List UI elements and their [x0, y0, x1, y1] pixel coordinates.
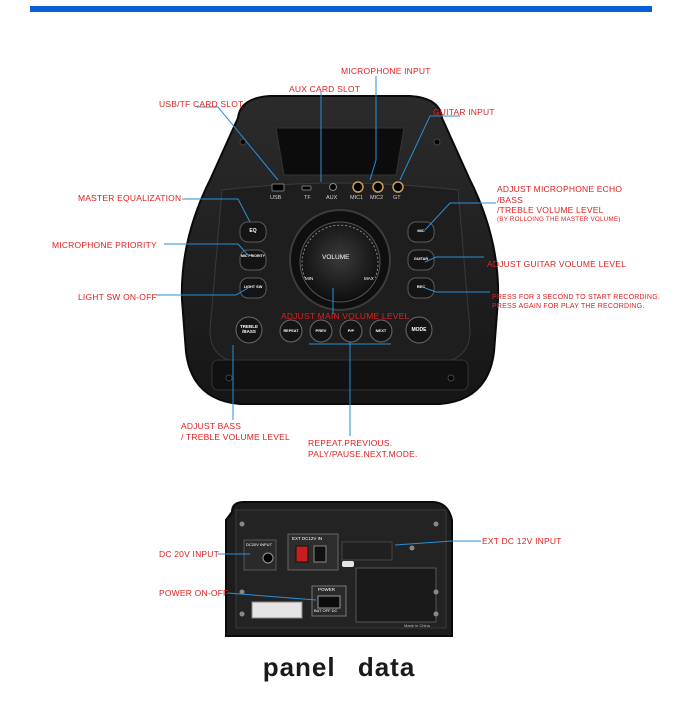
button-label-mic-priority: MIC PRIORITY	[241, 254, 265, 258]
aux-jack-icon[interactable]	[329, 183, 337, 191]
knob-min: MIN	[305, 276, 314, 281]
button-label-treble-bass: TREBLE /BASS	[240, 324, 258, 334]
callout-dc-20v: DC 20V INPUT	[159, 549, 220, 559]
button-label-guitar: GUITAR	[413, 257, 429, 261]
jack-label-tf: TF	[304, 195, 311, 201]
callout-main-volume: ADJUST MAIN VOLUME LEVEL	[281, 311, 410, 321]
button-label-light-sw: LIGHT SW	[243, 285, 263, 289]
button-label-next: NEXT	[375, 328, 387, 333]
mode-button[interactable]	[405, 316, 433, 344]
rear-panel	[225, 501, 453, 637]
callout-microphone-priority: MICROPHONE PRIORITY	[52, 240, 157, 250]
jack-label-gt: GT	[393, 195, 401, 201]
callout-guitar-volume: ADJUST GUITAR VOLUME LEVEL	[487, 259, 627, 269]
ext-terminal-red[interactable]	[295, 545, 309, 563]
rear-ext-label: EXT DC12V IN	[292, 536, 323, 541]
callout-adjust-bass: ADJUST BASS / TREBLE VOLUME LEVEL	[181, 421, 290, 442]
button-label-mode: MODE	[411, 327, 427, 333]
callout-aux-card-slot: AUX CARD SLOT	[289, 84, 361, 94]
button-label-prev: PREV	[315, 328, 327, 333]
callout-power-on-off: POWER ON-OFF	[159, 588, 229, 598]
light-sw-button[interactable]	[239, 277, 267, 299]
footer-title: panel data	[262, 652, 416, 682]
callout-usb-tf-slot: USB/TF CARD SLOT	[159, 99, 244, 109]
jack-label-mic1: MIC1	[350, 195, 364, 201]
prev-button[interactable]	[309, 319, 333, 343]
front-panel	[180, 95, 500, 405]
callout-mic-echo: ADJUST MICROPHONE ECHO /BASS /TREBLE VOL…	[497, 184, 623, 223]
dc-jack-icon[interactable]	[262, 552, 274, 564]
button-label-rec: REC	[416, 284, 426, 289]
callout-recording: PRESS FOR 3 SECOND TO START RECORDING. P…	[492, 294, 660, 310]
callout-light-sw: LIGHT SW ON-OFF	[78, 292, 157, 302]
guitar-button[interactable]	[407, 249, 435, 271]
mic2-jack-icon[interactable]	[372, 181, 384, 193]
jack-label-aux: AUX	[326, 195, 338, 201]
volume-knob[interactable]	[299, 221, 381, 303]
ext-terminal-black[interactable]	[313, 545, 327, 563]
usb-port-icon[interactable]	[271, 183, 285, 192]
rear-made-in: Made in China	[404, 623, 430, 628]
button-label-mic: MIC	[417, 228, 425, 233]
callout-master-equalization: MASTER EQUALIZATION	[78, 193, 182, 203]
rear-power-label: POWER	[318, 587, 336, 592]
callout-microphone-input: MICROPHONE INPUT	[341, 66, 431, 76]
rec-button[interactable]	[407, 277, 435, 299]
mic-priority-button[interactable]	[239, 249, 267, 271]
button-label-play-pause: P/P	[347, 328, 355, 333]
callout-guitar-input: GUITAR INPUT	[433, 107, 495, 117]
top-accent-bar	[30, 6, 652, 12]
knob-title: VOLUME	[322, 254, 350, 261]
button-label-eq: EQ	[249, 228, 257, 234]
mic1-jack-icon[interactable]	[352, 181, 364, 193]
repeat-button[interactable]	[279, 319, 303, 343]
rear-dc-label: DC20V INPUT	[246, 542, 273, 547]
leader-lines	[156, 76, 496, 436]
callout-transport: REPEAT.PREVIOUS. PALY/PAUSE.NEXT.MODE.	[308, 438, 418, 459]
treble-bass-button[interactable]	[235, 316, 263, 344]
jack-label-mic2: MIC2	[370, 195, 384, 201]
next-button[interactable]	[369, 319, 393, 343]
play-pause-button[interactable]	[339, 319, 363, 343]
knob-max: MAX	[364, 276, 374, 281]
callout-ext-dc-12v: EXT DC 12V INPUT	[482, 536, 562, 546]
jack-label-usb: USB	[270, 195, 282, 201]
rear-switch-labels: BAT OFF DC	[314, 608, 338, 613]
eq-button[interactable]	[239, 221, 267, 243]
power-switch[interactable]	[317, 595, 341, 609]
tf-slot-icon[interactable]	[301, 185, 312, 191]
button-label-repeat: REPEAT	[283, 329, 299, 333]
gt-jack-icon[interactable]	[392, 181, 404, 193]
